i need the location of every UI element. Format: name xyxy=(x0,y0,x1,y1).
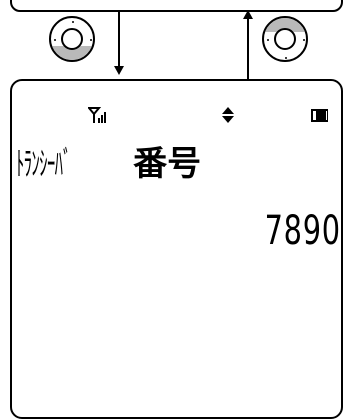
lcd-screen: ﾄﾗﾝｼｰﾊﾞ 番号 7890 xyxy=(10,79,343,419)
center-key xyxy=(61,28,83,50)
pressed-area xyxy=(51,46,93,60)
up-down-arrows-icon xyxy=(222,107,234,123)
arrow-down-line xyxy=(118,12,120,68)
signal-antenna-icon xyxy=(88,107,106,123)
label-kana: ﾄﾗﾝｼｰﾊﾞ xyxy=(16,143,71,183)
arrow-up-icon xyxy=(243,10,253,19)
previous-screen-edge xyxy=(10,0,343,12)
dpad-dot xyxy=(72,21,74,23)
dpad-dot xyxy=(90,39,92,41)
dpad-dot xyxy=(303,39,305,41)
dpad-up-press-icon xyxy=(262,16,308,62)
dpad-dot xyxy=(54,39,56,41)
arrow-down-icon xyxy=(114,66,124,75)
transceiver-number-value: 7890 xyxy=(264,208,341,254)
dpad-down-press-icon xyxy=(49,16,95,62)
pressed-area xyxy=(264,18,306,32)
transceiver-number-label: ﾄﾗﾝｼｰﾊﾞ 番号 xyxy=(16,136,201,185)
arrow-up-line xyxy=(247,18,249,79)
dpad-dot xyxy=(267,39,269,41)
battery-icon xyxy=(311,109,328,122)
label-kanji: 番号 xyxy=(133,144,202,184)
center-key xyxy=(274,28,296,50)
dpad-dot xyxy=(285,57,287,59)
